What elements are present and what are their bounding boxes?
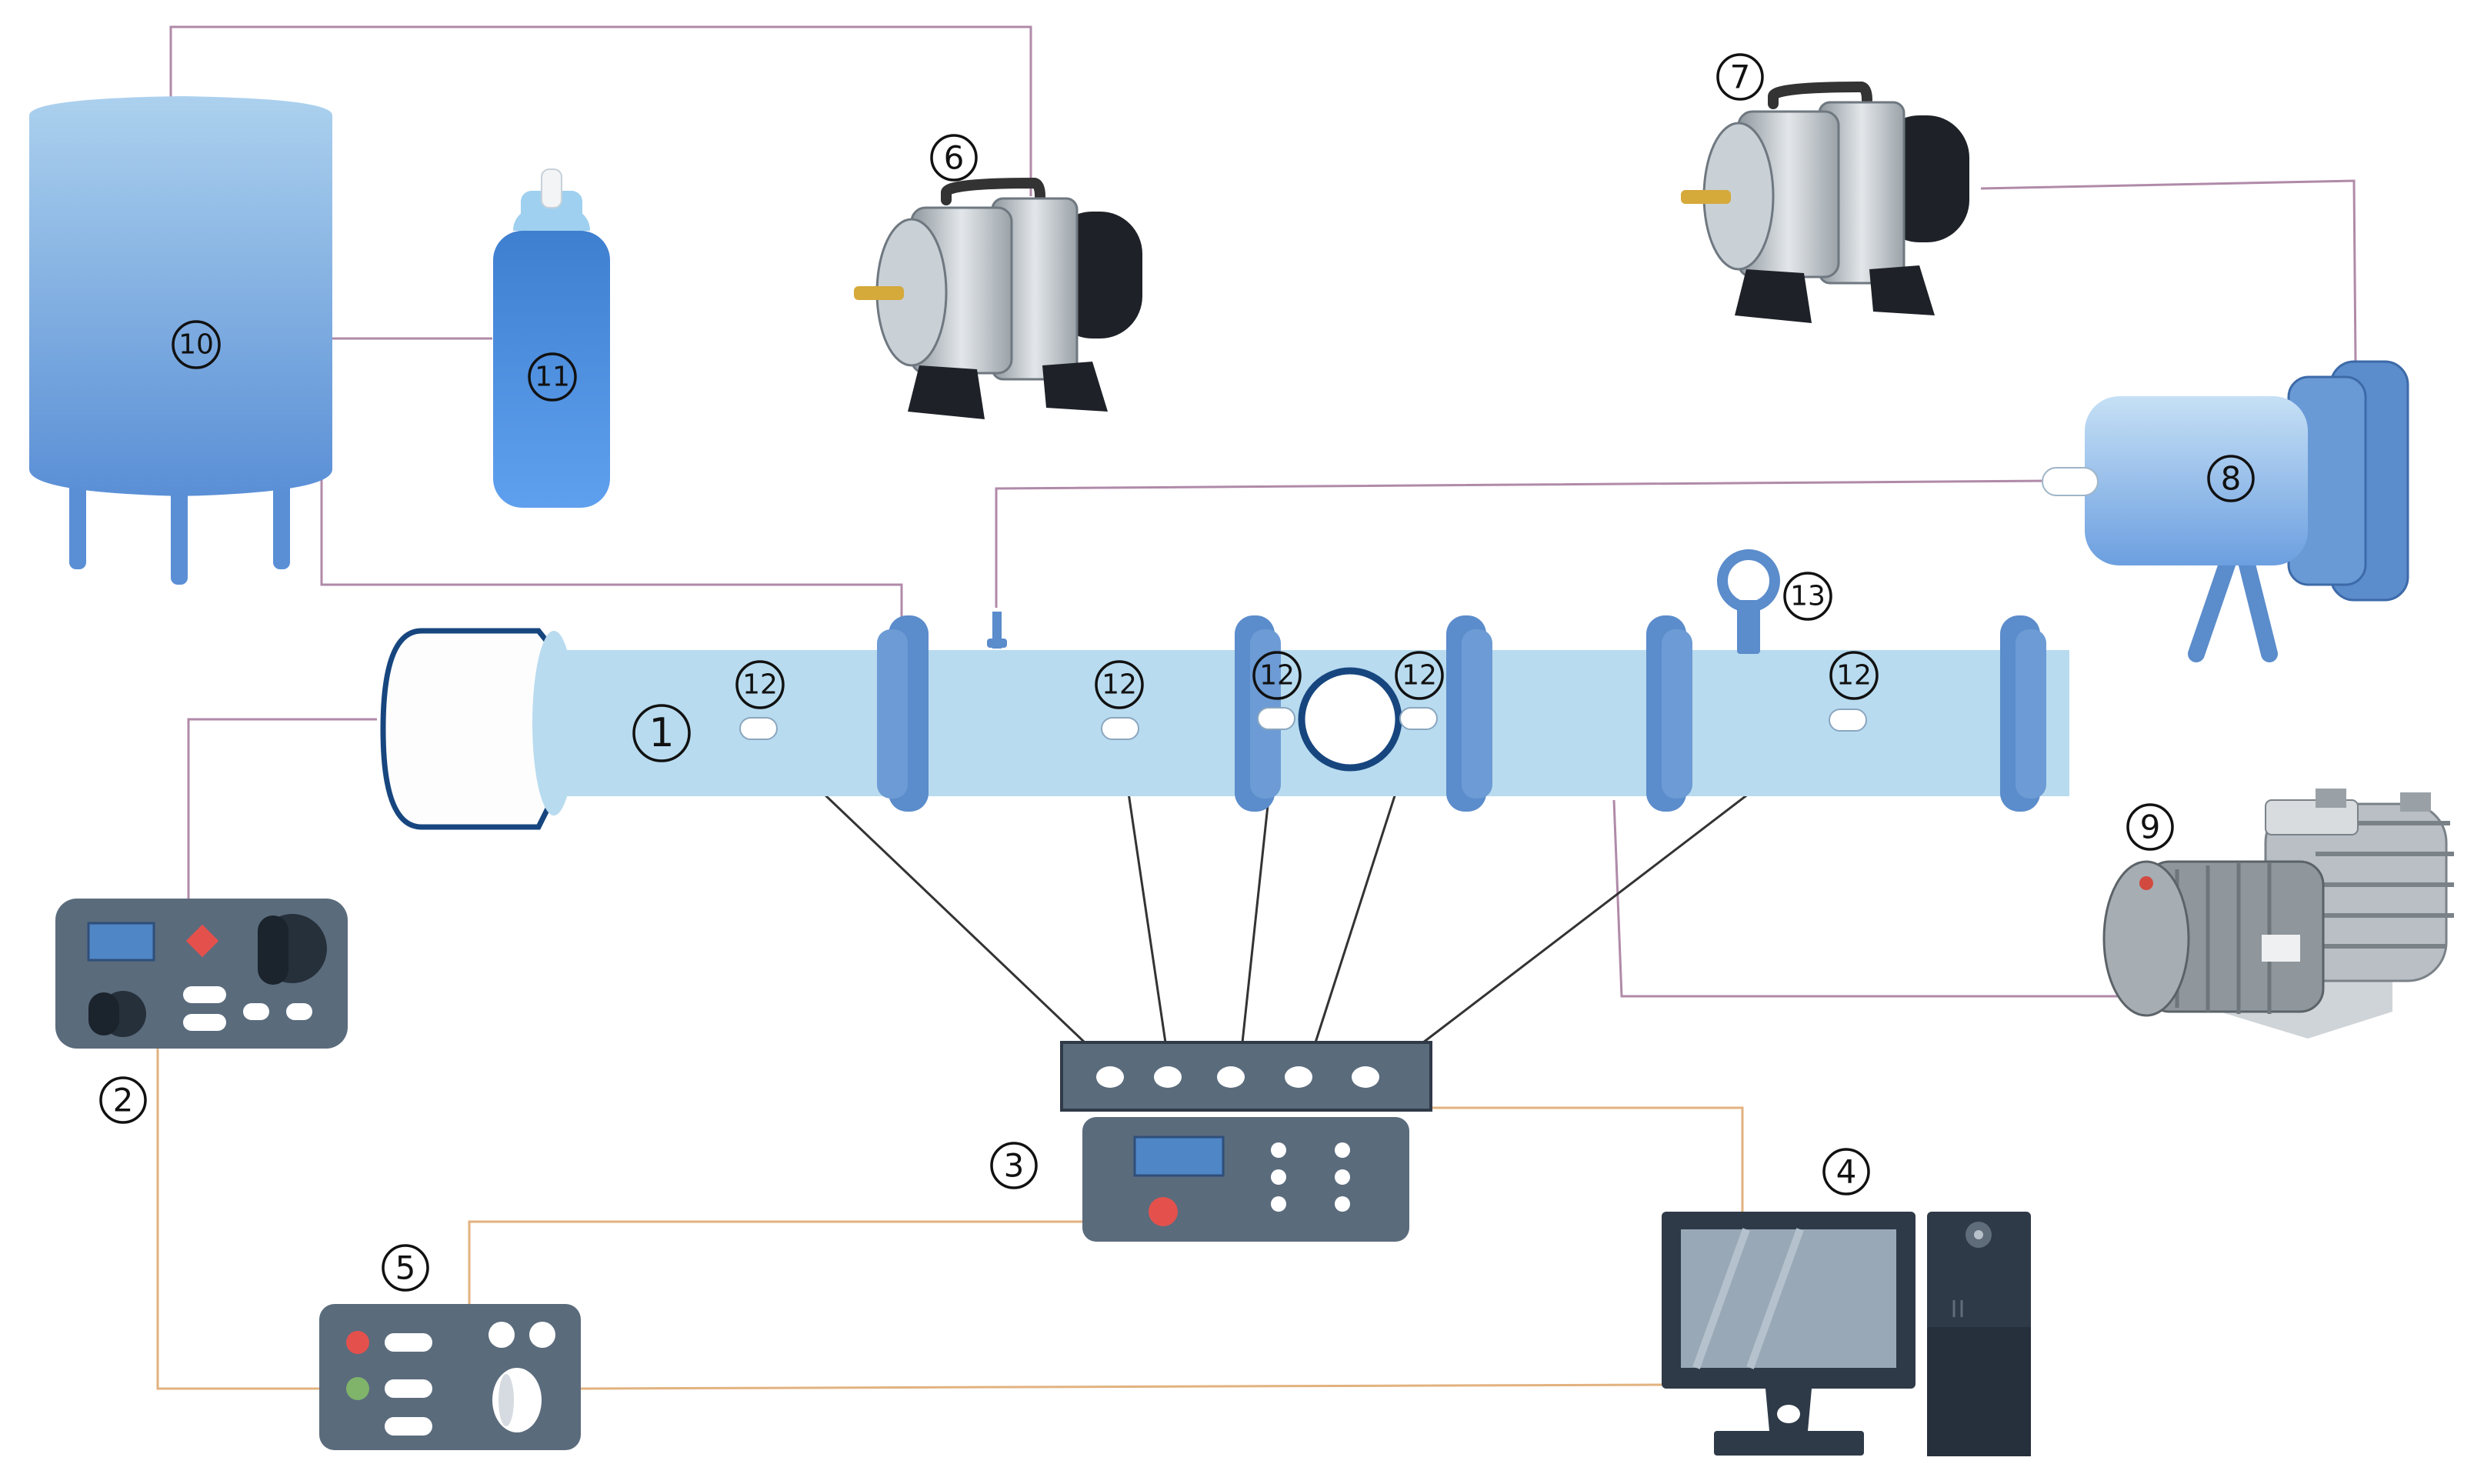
test-section-tube: [380, 549, 2069, 830]
label-12: 12: [1395, 651, 1444, 700]
label-8: 8: [2207, 455, 2255, 502]
label-12: 12: [1829, 651, 1879, 700]
svg-text:10: 10: [178, 329, 214, 361]
controller-icon: [55, 899, 348, 1049]
label-11: 11: [528, 352, 577, 402]
air-pump-icon: [854, 177, 1142, 419]
label-6: 6: [930, 134, 978, 182]
tank-icon: [29, 96, 332, 585]
svg-text:7: 7: [1730, 58, 1751, 96]
svg-text:12: 12: [1102, 669, 1137, 701]
svg-text:2: 2: [113, 1082, 134, 1119]
svg-text:8: 8: [2221, 460, 2242, 498]
vacuum-pump-icon: [2102, 789, 2454, 1039]
svg-text:6: 6: [944, 139, 965, 177]
computer-icon: [1662, 1212, 2031, 1456]
svg-text:4: 4: [1836, 1153, 1857, 1191]
svg-text:11: 11: [535, 362, 570, 393]
label-12: 12: [1095, 660, 1144, 709]
svg-text:12: 12: [1836, 660, 1872, 692]
label-3: 3: [990, 1142, 1038, 1189]
label-13: 13: [1783, 572, 1832, 621]
svg-text:9: 9: [2140, 809, 2161, 846]
label-12: 12: [735, 660, 785, 709]
label-5: 5: [382, 1244, 429, 1292]
label-7: 7: [1716, 53, 1764, 101]
daq-icon: [1060, 1041, 1432, 1242]
svg-text:3: 3: [1004, 1147, 1025, 1185]
label-9: 9: [2126, 803, 2174, 851]
svg-text:13: 13: [1790, 581, 1825, 612]
bottle-icon: [493, 168, 610, 508]
label-4: 4: [1822, 1148, 1870, 1196]
camera-icon: [2042, 360, 2409, 662]
label-10: 10: [172, 320, 221, 369]
power-box-icon: [319, 1304, 581, 1450]
svg-text:12: 12: [1402, 660, 1437, 692]
label-12: 12: [1252, 651, 1302, 700]
svg-text:5: 5: [395, 1249, 416, 1287]
label-1: 1: [632, 704, 691, 762]
svg-text:12: 12: [1259, 660, 1295, 692]
air-pump-icon: [1681, 81, 1969, 323]
label-2: 2: [99, 1076, 147, 1124]
svg-text:12: 12: [742, 669, 778, 701]
svg-text:1: 1: [649, 710, 674, 756]
